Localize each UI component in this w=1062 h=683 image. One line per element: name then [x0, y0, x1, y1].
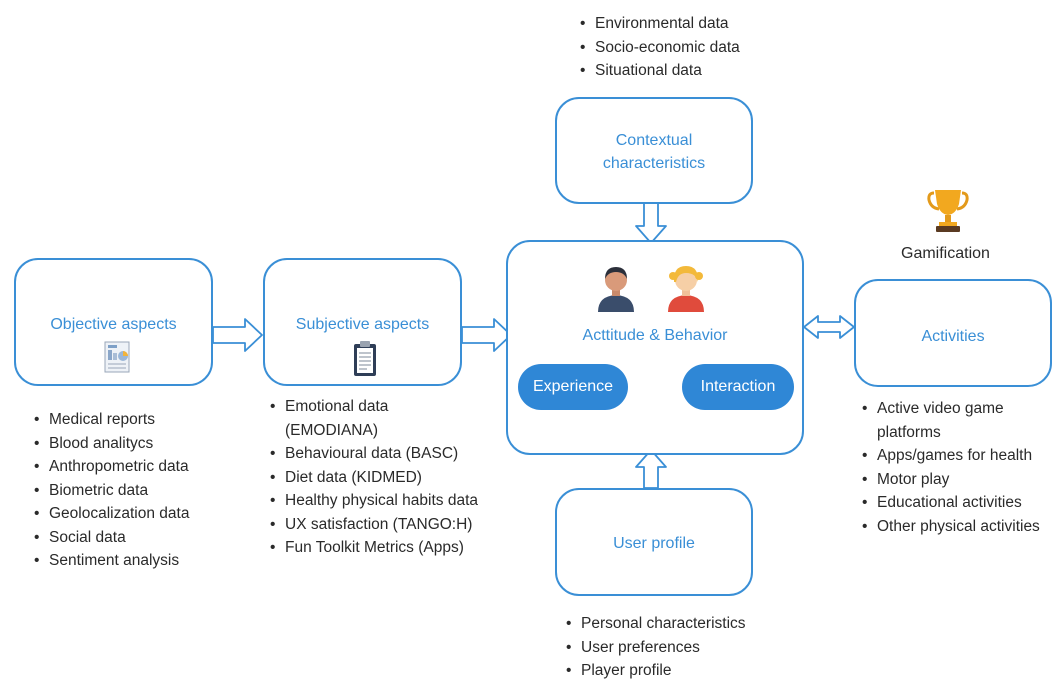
- list-item: Other physical activities: [862, 515, 1057, 539]
- clipboard-icon: [354, 341, 376, 376]
- trophy-icon: [927, 190, 969, 232]
- list-item: Active video game platforms: [862, 397, 1057, 444]
- list-item: Apps/games for health: [862, 444, 1057, 468]
- list-item: User preferences: [566, 636, 776, 660]
- attitude-behavior-title: Acttitude & Behavior: [582, 327, 728, 344]
- list-item: Biometric data: [34, 479, 204, 503]
- list-item: Diet data (KIDMED): [270, 466, 485, 490]
- list-item: Social data: [34, 526, 204, 550]
- subjective-data-list: Emotional data (EMODIANA) Behavioural da…: [270, 395, 485, 560]
- list-item: Geolocalization data: [34, 502, 204, 526]
- list-item: Educational activities: [862, 491, 1057, 515]
- gamification-label: Gamification: [901, 245, 990, 262]
- list-item: Sentiment analysis: [34, 549, 204, 573]
- list-item: Healthy physical habits data: [270, 489, 485, 513]
- objective-title: Objective aspects: [50, 316, 177, 333]
- arrow-subjective-to-center: [461, 318, 512, 352]
- boy-avatar-icon: [598, 267, 634, 312]
- arrow-userprofile-to-center: [635, 449, 667, 489]
- arrow-objective-to-subjective: [212, 318, 263, 352]
- list-item: Fun Toolkit Metrics (Apps): [270, 536, 485, 560]
- activities-box: Activities: [854, 279, 1052, 387]
- user-profile-box: User profile: [555, 488, 753, 596]
- activities-title: Activities: [921, 328, 985, 345]
- list-item: Behavioural data (BASC): [270, 442, 485, 466]
- list-item: UX satisfaction (TANGO:H): [270, 513, 485, 537]
- contextual-title-line1: Contextual: [615, 132, 693, 149]
- list-item: Anthropometric data: [34, 455, 204, 479]
- user-profile-list: Personal characteristics User preference…: [566, 612, 776, 683]
- subjective-title: Subjective aspects: [295, 316, 430, 333]
- subjective-aspects-box: Subjective aspects: [263, 258, 462, 386]
- list-item: Blood analitycs: [34, 432, 204, 456]
- objective-data-list: Medical reports Blood analitycs Anthropo…: [34, 408, 204, 573]
- list-item: Motor play: [862, 468, 1057, 492]
- list-item: Environmental data: [580, 12, 740, 36]
- contextual-data-list: Environmental data Socio-economic data S…: [580, 12, 740, 83]
- list-item: Medical reports: [34, 408, 204, 432]
- list-item: Player profile: [566, 659, 776, 683]
- experience-pill: Experience: [518, 364, 628, 410]
- interaction-pill: Interaction: [682, 364, 794, 410]
- objective-aspects-box: Objective aspects: [14, 258, 213, 386]
- list-item: Personal characteristics: [566, 612, 776, 636]
- arrow-center-activities: [803, 315, 855, 339]
- girl-avatar-icon: [668, 266, 704, 312]
- list-item: Situational data: [580, 59, 740, 83]
- contextual-characteristics-box: Contextual characteristics: [555, 97, 753, 204]
- contextual-title-line2: characteristics: [602, 155, 706, 172]
- user-profile-title: User profile: [613, 535, 695, 552]
- arrow-contextual-to-center: [635, 197, 667, 244]
- activities-list: Active video game platforms Apps/games f…: [862, 397, 1057, 538]
- list-item: Socio-economic data: [580, 36, 740, 60]
- list-item: Emotional data (EMODIANA): [270, 395, 485, 442]
- report-icon: [104, 341, 130, 373]
- attitude-behavior-box: Acttitude & Behavior Experience Interact…: [506, 240, 804, 455]
